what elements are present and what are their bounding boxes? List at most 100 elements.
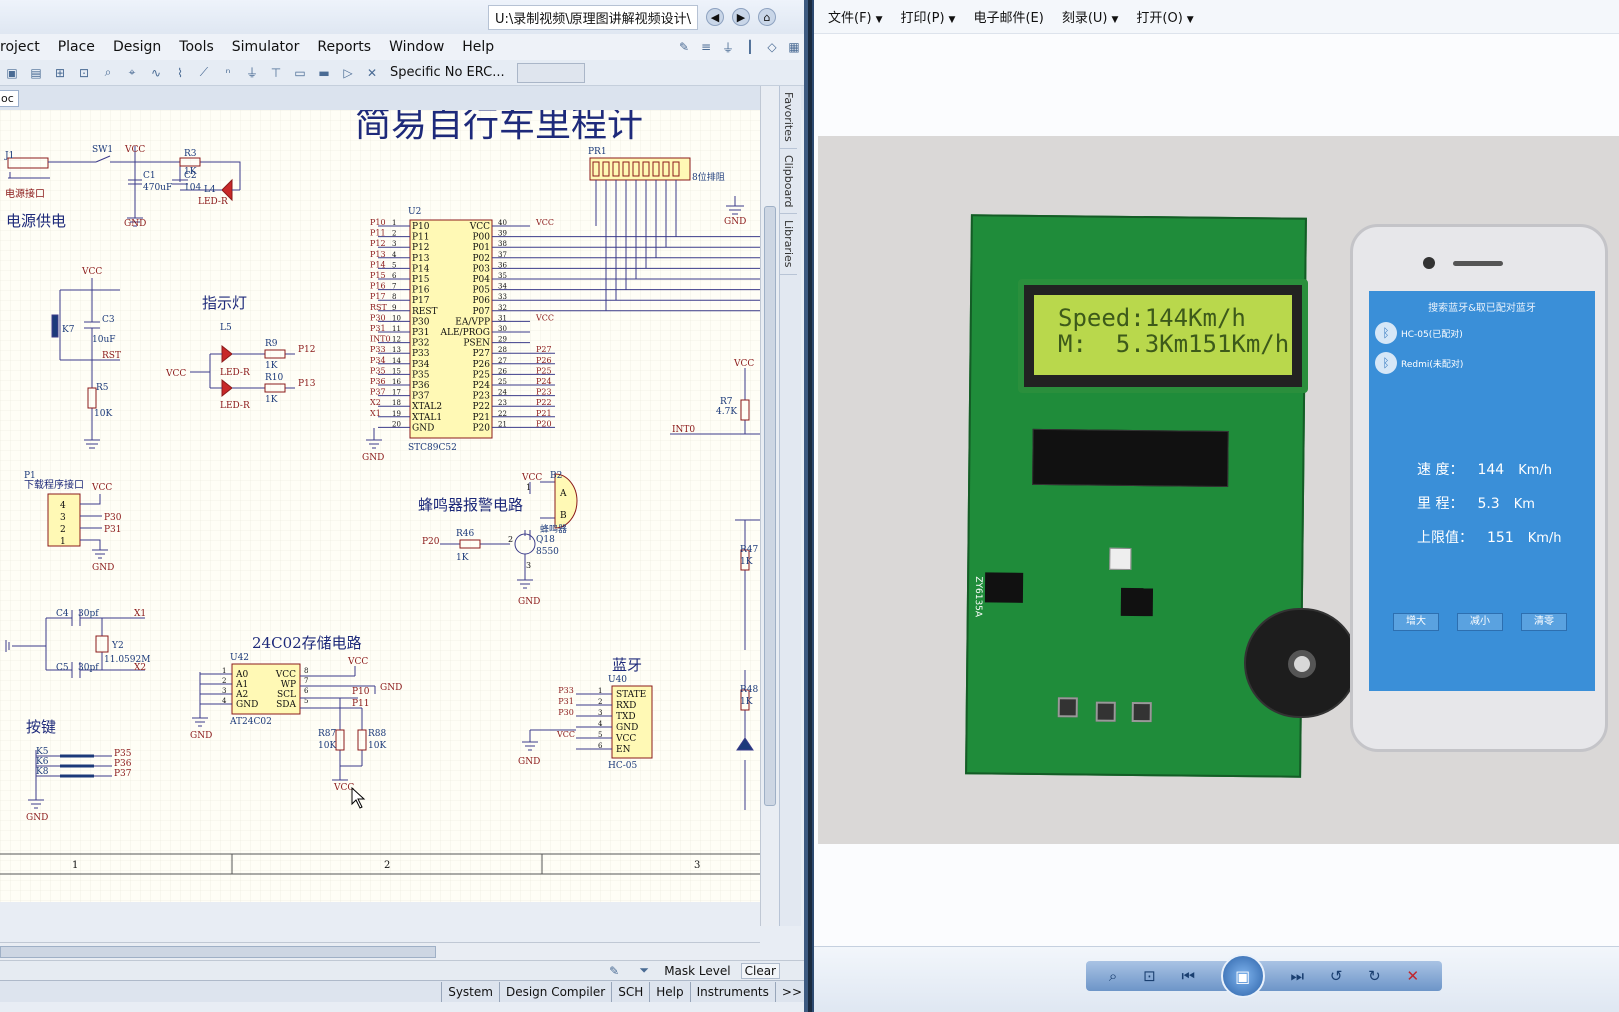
document-path[interactable]: U:\录制视频\原理图讲解视频设计\	[487, 4, 698, 30]
mcu-right-net: P20	[536, 419, 552, 428]
doc-tab[interactable]: oc	[0, 89, 19, 107]
viewer-menu-file[interactable]: 文件(F)▼	[828, 11, 883, 26]
back-icon[interactable]: ◀	[706, 8, 724, 26]
port-icon[interactable]: ▷	[343, 65, 353, 80]
mcu-right-num: 29	[498, 336, 507, 344]
rotate-left-icon[interactable]: ↺	[1329, 967, 1343, 985]
horizontal-scroll-thumb[interactable]	[0, 946, 436, 958]
delete-icon[interactable]: ✕	[1406, 967, 1420, 985]
bus-tool-icon[interactable]: ⌇	[177, 65, 183, 80]
indicator-label: 指示灯	[202, 294, 247, 312]
mcu-left-net: INT0	[370, 335, 391, 344]
place-icon[interactable]: ◇	[767, 40, 777, 54]
menu-design[interactable]: Design	[112, 39, 162, 55]
actual-size-icon[interactable]: ⊡	[1143, 967, 1156, 985]
viewer-menu-email[interactable]: 电子邮件(E)	[973, 11, 1044, 26]
mcu-left-pin: REST	[412, 307, 438, 317]
mcu-right-pin: P03	[472, 264, 490, 274]
home-icon[interactable]: ⌂	[758, 8, 776, 26]
status-system[interactable]: System	[441, 981, 499, 1002]
vertical-scroll-thumb[interactable]	[764, 206, 776, 806]
mcu-right-num: 36	[498, 261, 507, 269]
viewer-menu-open[interactable]: 打开(O)▼	[1136, 11, 1194, 26]
zoom-icon[interactable]: ⊞	[54, 65, 66, 80]
slideshow-icon[interactable]: ▣	[1220, 954, 1265, 998]
align-icon[interactable]: ≡	[700, 40, 712, 54]
save-icon[interactable]: ▤	[30, 65, 42, 80]
zoom-icon[interactable]: ⌕	[1108, 967, 1118, 985]
viewer-menu-print[interactable]: 打印(P)▼	[900, 11, 956, 26]
indicator-vcc: VCC	[165, 369, 186, 379]
clear-button[interactable]: Clear	[740, 962, 780, 979]
status-help[interactable]: Help	[649, 981, 689, 1002]
no-erc-icon[interactable]: ✕	[366, 65, 378, 80]
filter-icon[interactable]: ⌖	[128, 65, 136, 79]
mcu-left-num: 14	[392, 357, 401, 365]
part-icon[interactable]: ▭	[294, 65, 306, 80]
mcu-left-num: 15	[392, 367, 401, 375]
sw1-ref: SW1	[92, 145, 113, 155]
status-design-compiler[interactable]: Design Compiler	[498, 981, 611, 1002]
eeprom-left-num: 3	[222, 687, 226, 695]
forward-icon[interactable]: ▶	[732, 8, 750, 26]
gnd-icon[interactable]: ⏚	[245, 66, 258, 80]
clipboard-tab[interactable]: Clipboard	[780, 149, 797, 215]
power-port-icon[interactable]: ⏚	[721, 40, 734, 55]
zoom-area-icon[interactable]: ⊡	[78, 65, 90, 80]
wire-icon[interactable]: ┃	[746, 40, 754, 54]
bus-entry-icon[interactable]: ⟋	[199, 65, 209, 79]
menu-place[interactable]: Place	[57, 39, 95, 55]
horizontal-scrollbar[interactable]	[0, 942, 760, 960]
buzzer-pin2: 2	[508, 535, 513, 544]
status-more[interactable]: >>	[774, 981, 804, 1002]
menu-tools[interactable]: Tools	[179, 39, 214, 55]
mcu-left-pin: P16	[412, 286, 430, 296]
menu-project[interactable]: roject	[0, 39, 40, 55]
status-instruments[interactable]: Instruments	[689, 981, 775, 1002]
pr1-element	[642, 161, 650, 177]
mcu-right-net: P21	[536, 409, 552, 418]
sheet-icon[interactable]: ▬	[318, 65, 330, 80]
filter-funnel-icon[interactable]: ⏷	[639, 963, 649, 977]
libraries-tab[interactable]: Libraries	[780, 214, 797, 275]
mcu-left-num: 17	[392, 389, 401, 397]
p1-pin3: 3	[60, 513, 66, 523]
net-label-icon[interactable]: ⁿ	[225, 65, 231, 80]
mcu-right-pin: P20	[472, 423, 490, 433]
mcu-right-pin: P00	[472, 233, 490, 243]
no-erc-label[interactable]: Specific No ERC...	[390, 65, 505, 80]
vertical-scrollbar[interactable]	[760, 86, 779, 926]
wire-tool-icon[interactable]: ∿	[150, 65, 162, 80]
status-sch[interactable]: SCH	[611, 981, 649, 1002]
viewer-menu-burn[interactable]: 刻录(U)▼	[1061, 11, 1119, 26]
highlight-pen-icon[interactable]: ✎	[609, 963, 620, 978]
next-icon[interactable]: ⏭	[1290, 967, 1305, 985]
mcu-left-num: 19	[392, 410, 401, 418]
open-icon[interactable]: ▣	[6, 65, 18, 80]
mcu-left-pin: XTAL2	[412, 402, 442, 412]
photo-viewer-window: 文件(F)▼ 打印(P)▼ 电子邮件(E) 刻录(U)▼ 打开(O)▼ ZY61…	[812, 0, 1619, 1012]
menu-window[interactable]: Window	[389, 39, 445, 55]
mcu-right-pin: P27	[472, 349, 490, 359]
draw-tools-icon[interactable]: ✎	[678, 40, 690, 54]
k5-ref: K5	[36, 747, 49, 757]
menu-help[interactable]: Help	[462, 39, 495, 55]
schematic-sheet[interactable]: 简易自行车里程计 J1 电源接口 SW1 VCC C1 470uF C2 104…	[0, 110, 760, 902]
mask-level-button[interactable]: Mask Level	[664, 963, 731, 978]
previous-icon[interactable]: ⏮	[1181, 967, 1195, 985]
menu-reports[interactable]: Reports	[317, 39, 372, 55]
favorites-tab[interactable]: Favorites	[780, 86, 797, 149]
grid-icon[interactable]: ▦	[788, 40, 800, 54]
probe-icon[interactable]: ⌕	[104, 65, 112, 79]
eeprom-body	[231, 663, 301, 715]
vcc-icon[interactable]: ⊤	[270, 65, 282, 80]
p1-body	[47, 493, 81, 547]
mcu-right-num: 23	[498, 399, 507, 407]
toolbar-combo[interactable]	[516, 62, 585, 83]
rotate-right-icon[interactable]: ↻	[1368, 967, 1381, 985]
menu-simulator[interactable]: Simulator	[231, 39, 300, 55]
sheet-title: 简易自行车里程计	[355, 110, 643, 145]
indicator-block	[190, 344, 295, 398]
